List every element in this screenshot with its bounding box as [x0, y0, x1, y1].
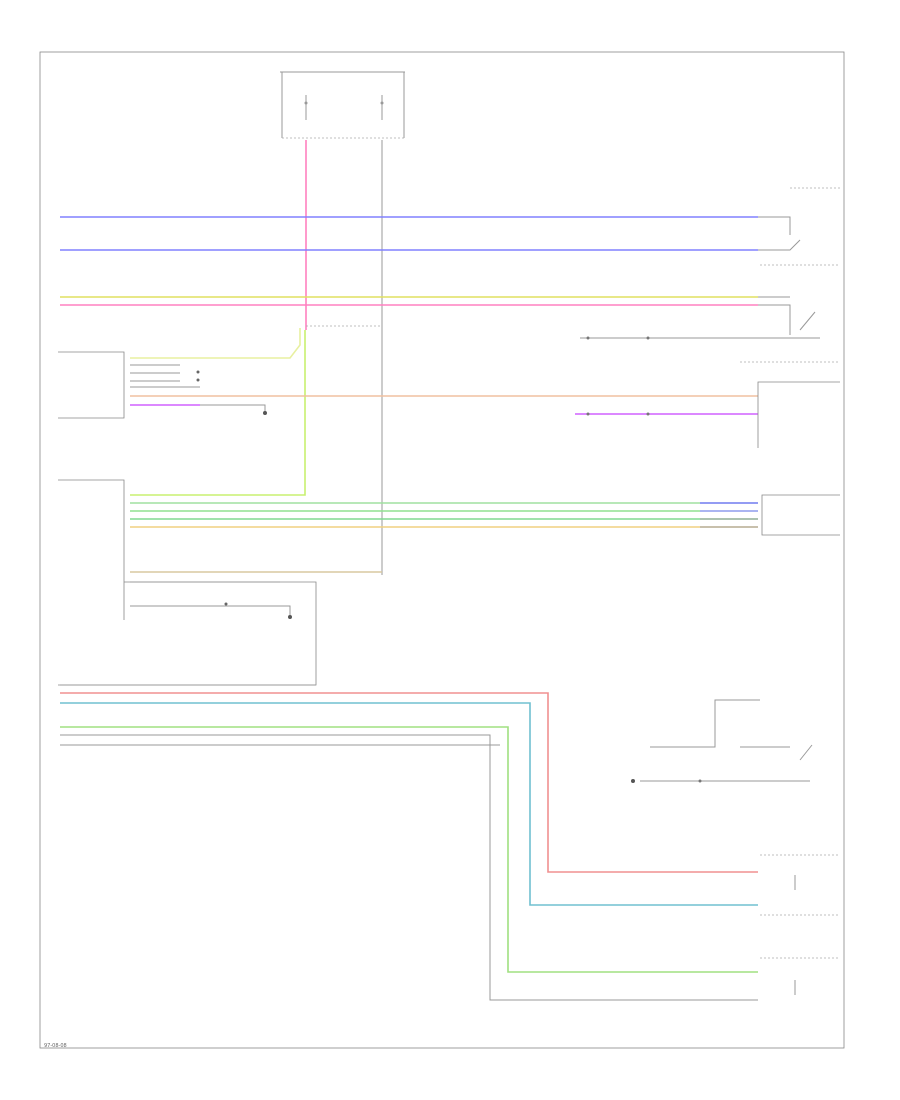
wire-cyan: [60, 702, 758, 906]
module-right-lower: [761, 494, 840, 536]
wire-lime-1: [130, 328, 301, 359]
footer-code: 97-08-08: [44, 1043, 67, 1049]
module-right-bottom: [631, 699, 840, 995]
wire-red: [60, 692, 758, 873]
module-left-upper: [58, 351, 200, 419]
wire-green-bottom: [60, 726, 758, 973]
module-right-middle: [757, 381, 840, 448]
switch-top-right: [580, 187, 840, 363]
wire-gray-bottom-1: [60, 734, 758, 1001]
fuse-block: [280, 71, 405, 139]
page-border: [39, 51, 845, 1049]
wire-lime-2: [130, 330, 306, 496]
